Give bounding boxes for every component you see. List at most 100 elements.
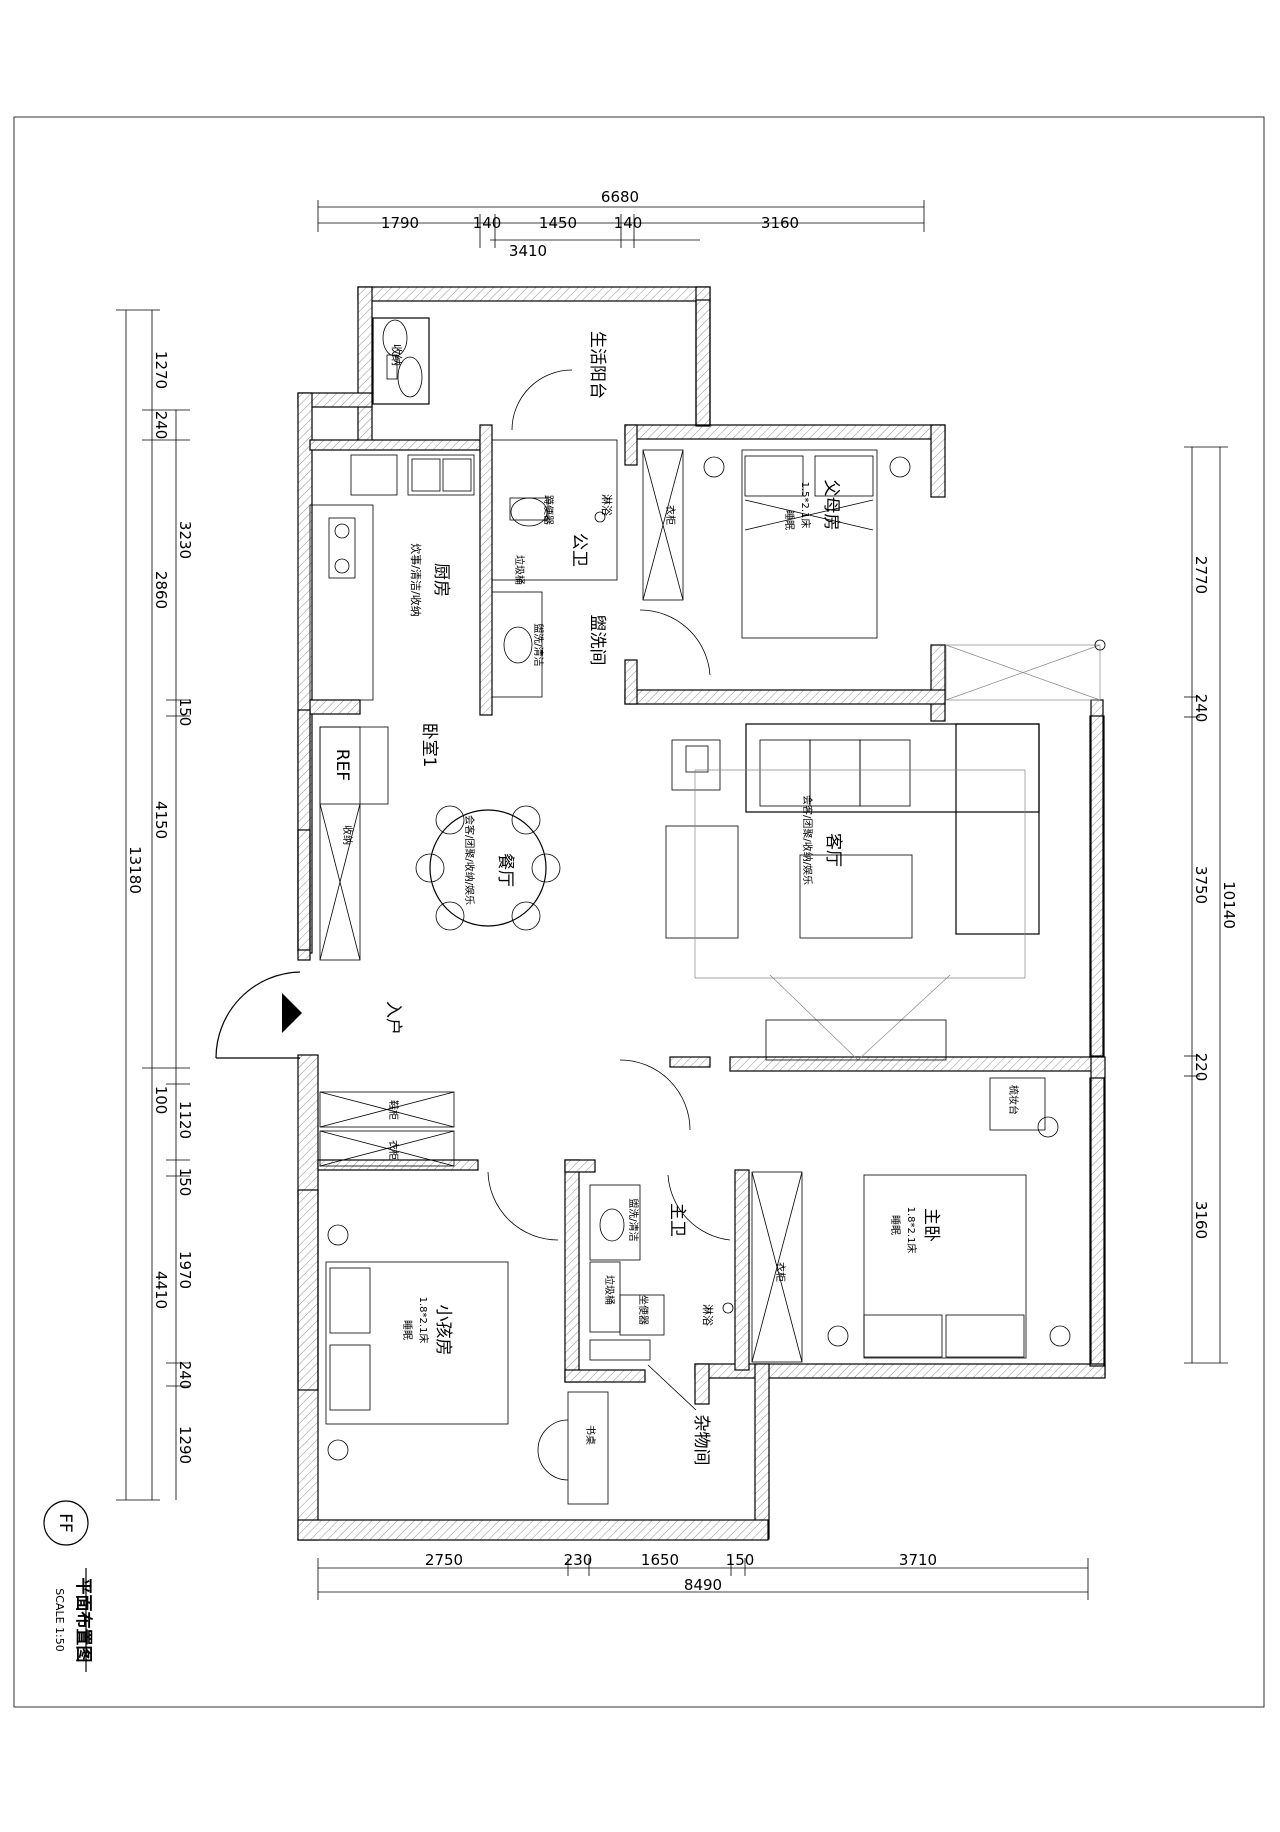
dim-left-inner-1: 3230	[176, 521, 194, 559]
entry-label: 入户	[383, 1001, 403, 1035]
dining-table	[415, 805, 561, 931]
shower-label-2: 淋浴	[701, 1304, 714, 1326]
sundry-leader	[647, 1364, 697, 1411]
sit-toilet-label: 坐便器	[637, 1295, 650, 1325]
balcony-label: 生活阳台	[587, 331, 607, 399]
dimension-bottom: 2750 230 1650 150 3710 8490	[317, 1551, 1089, 1600]
master-wc-label: 主卫	[667, 1203, 687, 1237]
dim-left-inner-7: 1970	[176, 1251, 194, 1289]
parents-bed-label: 1.5*2.1床	[799, 482, 812, 529]
dim-right-total: 10140	[1220, 881, 1238, 929]
dimension-top: 6680 1790 140 1450 140 3160 3410	[317, 188, 925, 260]
dim-bottom-seg-2: 230	[564, 1551, 593, 1569]
fridge-storage-cabinets	[319, 726, 389, 961]
parents-room-furniture	[642, 449, 911, 639]
dim-top-inner: 3410	[509, 242, 547, 260]
parents-room-label: 父母房	[821, 480, 841, 531]
master-bed-label: 1.8*2.1床	[905, 1207, 918, 1254]
kids-room-label: 小孩房	[433, 1305, 453, 1356]
dim-left-inner-8: 240	[176, 1361, 194, 1390]
living-room-label: 客厅	[823, 833, 843, 867]
floor-tag: FF	[55, 1513, 75, 1533]
dim-left-inner-3: 150	[176, 698, 194, 727]
dimension-left: 13180 1270 240 4150 4410 3230 2860 150 1…	[116, 309, 194, 1501]
public-wc-label: 公卫	[569, 533, 589, 567]
sheet-border	[13, 116, 1265, 1708]
wardrobe-label-1: 衣柜	[664, 505, 677, 525]
shoe-cabinet-label: 鞋柜	[387, 1100, 400, 1120]
wardrobe-label-2: 衣柜	[387, 1140, 400, 1160]
floor-tag-circle	[43, 1500, 89, 1546]
balcony-storage-cabinet	[372, 317, 430, 405]
dim-left-outer-2: 240	[152, 411, 170, 440]
balcony-door-swing	[511, 369, 573, 431]
dim-top-seg-3: 1450	[539, 214, 577, 232]
trash-bin-label-2: 垃圾桶	[603, 1275, 616, 1305]
sleep-label-3: 睡眠	[889, 1215, 902, 1235]
windows	[297, 299, 1105, 1391]
dim-bottom-seg-1: 2750	[425, 1551, 463, 1569]
kitchen-label: 厨房	[431, 563, 451, 597]
sundry-room-label: 杂物间	[691, 1415, 711, 1466]
dim-left-inner-4: 100	[152, 1086, 170, 1115]
master-wc-door-swing	[667, 1174, 731, 1241]
dim-bottom-seg-3: 1650	[641, 1551, 679, 1569]
master-room-furniture	[619, 1059, 1071, 1363]
kids-bed-label: 1.8*2.1床	[417, 1297, 430, 1344]
dim-bottom-total: 8490	[684, 1576, 722, 1594]
living-room-furniture	[665, 639, 1106, 1061]
dim-bottom-seg-5: 3710	[899, 1551, 937, 1569]
dim-top-seg-5: 3160	[761, 214, 799, 232]
kitchen-fixtures	[309, 454, 475, 701]
dim-right-seg-3: 3750	[1192, 866, 1210, 904]
dim-left-outer-4: 4410	[152, 1271, 170, 1309]
drawing-scale: SCALE 1:50	[53, 1588, 66, 1651]
wash-note-2: 盥洗/清洁	[627, 1198, 640, 1241]
desk-label: 书桌	[584, 1425, 597, 1445]
wardrobe-label-3: 衣柜	[774, 1262, 787, 1282]
dimension-right: 10140 2770 240 3750 220 3160	[1184, 446, 1238, 1364]
dining-label: 餐厅	[495, 853, 515, 887]
entry-door-swing	[215, 971, 301, 1059]
dim-right-seg-2: 240	[1192, 694, 1210, 723]
parents-door-swing	[639, 609, 711, 676]
dining-note: 会客/团聚/收纳/娱乐	[463, 815, 476, 905]
dim-bottom-seg-4: 150	[726, 1551, 755, 1569]
dim-left-inner-6: 150	[176, 1168, 194, 1197]
kids-door-swing	[487, 1171, 559, 1241]
dim-left-outer-3: 4150	[152, 801, 170, 839]
fridge-label: REF	[332, 749, 352, 781]
dim-top-seg-2: 140	[473, 214, 502, 232]
living-note: 会客/团聚/收纳/娱乐	[801, 795, 814, 885]
entry-arrow-icon	[282, 993, 302, 1033]
dim-left-total: 13180	[126, 846, 144, 894]
master-room-label: 主卧	[921, 1208, 941, 1242]
wash-note-1: 盥洗/清洁	[532, 623, 545, 666]
sleep-label-2: 睡眠	[401, 1320, 414, 1340]
dresser-label: 梳妆台	[1007, 1085, 1020, 1115]
dim-left-inner-9: 1290	[176, 1426, 194, 1464]
dim-left-inner-5: 1120	[176, 1101, 194, 1139]
public-wc-fixtures	[491, 439, 618, 698]
dim-left-outer-1: 1270	[152, 351, 170, 389]
walls	[297, 286, 1106, 1541]
dim-right-seg-1: 2770	[1192, 556, 1210, 594]
trash-bin-label-1: 垃圾桶	[513, 555, 526, 585]
storage-left-label: 收纳	[341, 825, 354, 845]
balcony-storage-label: 收纳	[390, 344, 404, 366]
dim-top-total: 6680	[601, 188, 639, 206]
shower-label-1: 淋浴	[600, 494, 613, 516]
bedroom1-label: 卧室1	[419, 723, 439, 768]
kitchen-note: 炊事/清洁/收纳	[409, 543, 423, 616]
dim-right-seg-5: 3160	[1192, 1201, 1210, 1239]
squat-toilet-label: 蹲便器	[542, 495, 555, 525]
dim-left-inner-2: 2860	[152, 571, 170, 609]
dim-top-seg-4: 140	[614, 214, 643, 232]
dim-top-seg-1: 1790	[381, 214, 419, 232]
wash-room-label: 盥洗间	[587, 615, 607, 666]
drawing-title: 平面布置图	[73, 1578, 94, 1663]
sleep-label-1: 睡眠	[783, 510, 796, 530]
dim-right-seg-4: 220	[1192, 1053, 1210, 1082]
master-wc-fixtures	[589, 1184, 734, 1361]
